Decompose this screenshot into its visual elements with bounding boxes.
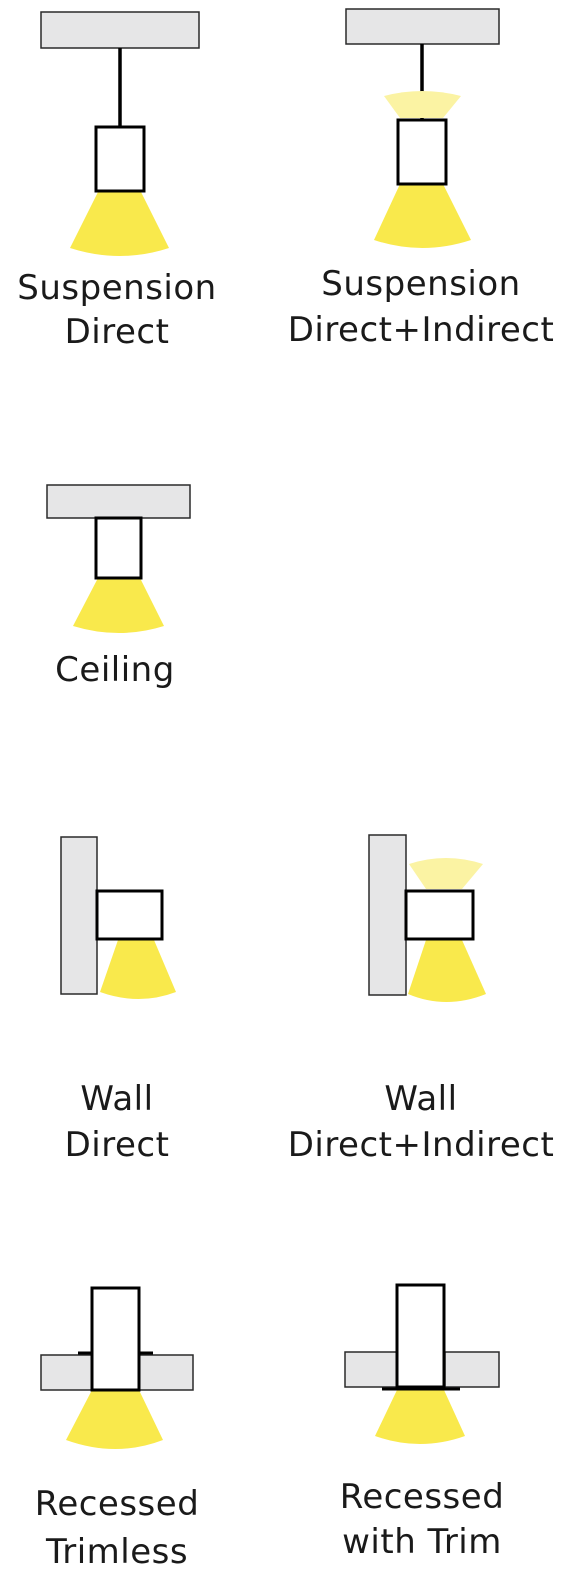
ceiling-plate-left (40, 1354, 93, 1391)
fixture-ceiling: Ceiling (46, 484, 191, 690)
label-line-1: Recessed (35, 1484, 200, 1524)
fixture-wall-direct-indirect: Wall Direct+Indirect (288, 834, 555, 1165)
fixture-recessed-trimless: Recessed Trimless (35, 1286, 200, 1572)
light-beam-down (375, 1390, 465, 1444)
ceiling-plate-right (138, 1354, 194, 1391)
luminaire-body (94, 125, 146, 193)
light-beam-down (374, 184, 471, 248)
wall-plate (60, 836, 98, 995)
label-line-2: with Trim (342, 1522, 502, 1562)
luminaire-body (395, 1283, 446, 1389)
label-line-1: Suspension (321, 264, 520, 304)
luminaire-body (396, 118, 448, 186)
light-beam-down (70, 192, 169, 256)
luminaire-body (94, 516, 143, 580)
luminaire-body (404, 889, 475, 941)
fixture-suspension-direct-indirect: Suspension Direct+Indirect (288, 8, 555, 350)
fixture-wall-direct: Wall Direct (60, 836, 176, 1165)
light-beam-down (66, 1390, 163, 1449)
wall-plate (368, 834, 407, 996)
light-beam-down (73, 578, 164, 633)
label-line-2: Direct (65, 1125, 170, 1165)
label-line-2: Direct+Indirect (288, 310, 555, 350)
fixture-suspension-direct: Suspension Direct (17, 11, 216, 352)
light-beam-down (100, 940, 176, 999)
label-line-2: Direct+Indirect (288, 1125, 555, 1165)
light-beam-up (384, 91, 461, 118)
label-line-2: Trimless (45, 1532, 188, 1572)
light-beam-down (408, 940, 486, 1002)
label-line-1: Recessed (340, 1477, 505, 1517)
label-line-1: Suspension (17, 268, 216, 308)
ceiling-plate (40, 11, 200, 49)
light-beam-up (409, 858, 483, 889)
ceiling-plate (345, 8, 500, 45)
label-line-2: Direct (65, 312, 170, 352)
label-line-1: Wall (80, 1079, 153, 1119)
fixture-recessed-with-trim: Recessed with Trim (340, 1283, 505, 1562)
ceiling-plate-right (444, 1351, 500, 1388)
luminaire-body (90, 1286, 141, 1392)
ceiling-plate (46, 484, 191, 519)
luminaire-body (95, 889, 164, 941)
ceiling-plate-left (344, 1351, 398, 1388)
label-line-1: Wall (384, 1079, 457, 1119)
label-line-1: Ceiling (55, 650, 175, 690)
